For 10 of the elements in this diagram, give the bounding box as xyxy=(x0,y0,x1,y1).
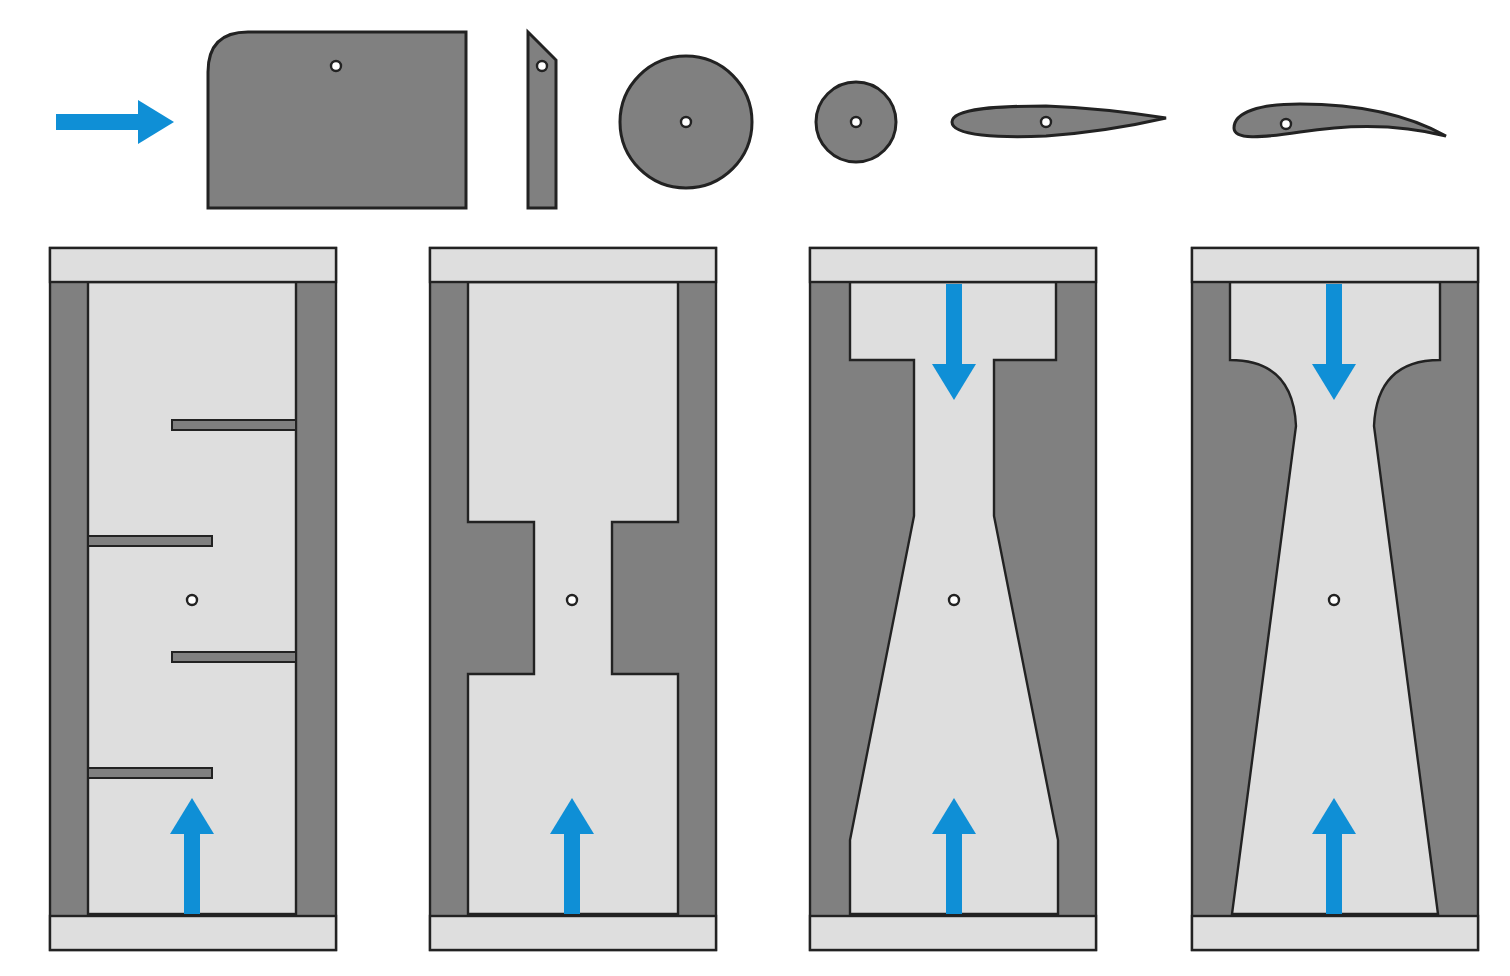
cylinder-section xyxy=(616,52,756,192)
airfoil-shape xyxy=(948,100,1170,142)
flow-channel-drawing xyxy=(48,246,338,952)
airfoil-shape xyxy=(1230,100,1450,144)
flow-channel-drawing xyxy=(1190,246,1480,952)
cylinder-section xyxy=(812,78,900,166)
flow-channel-drawing xyxy=(808,246,1098,952)
flow-channel-drawing xyxy=(428,246,718,952)
flat-plate-shape xyxy=(204,28,470,212)
thin-plate-shape xyxy=(524,28,560,212)
